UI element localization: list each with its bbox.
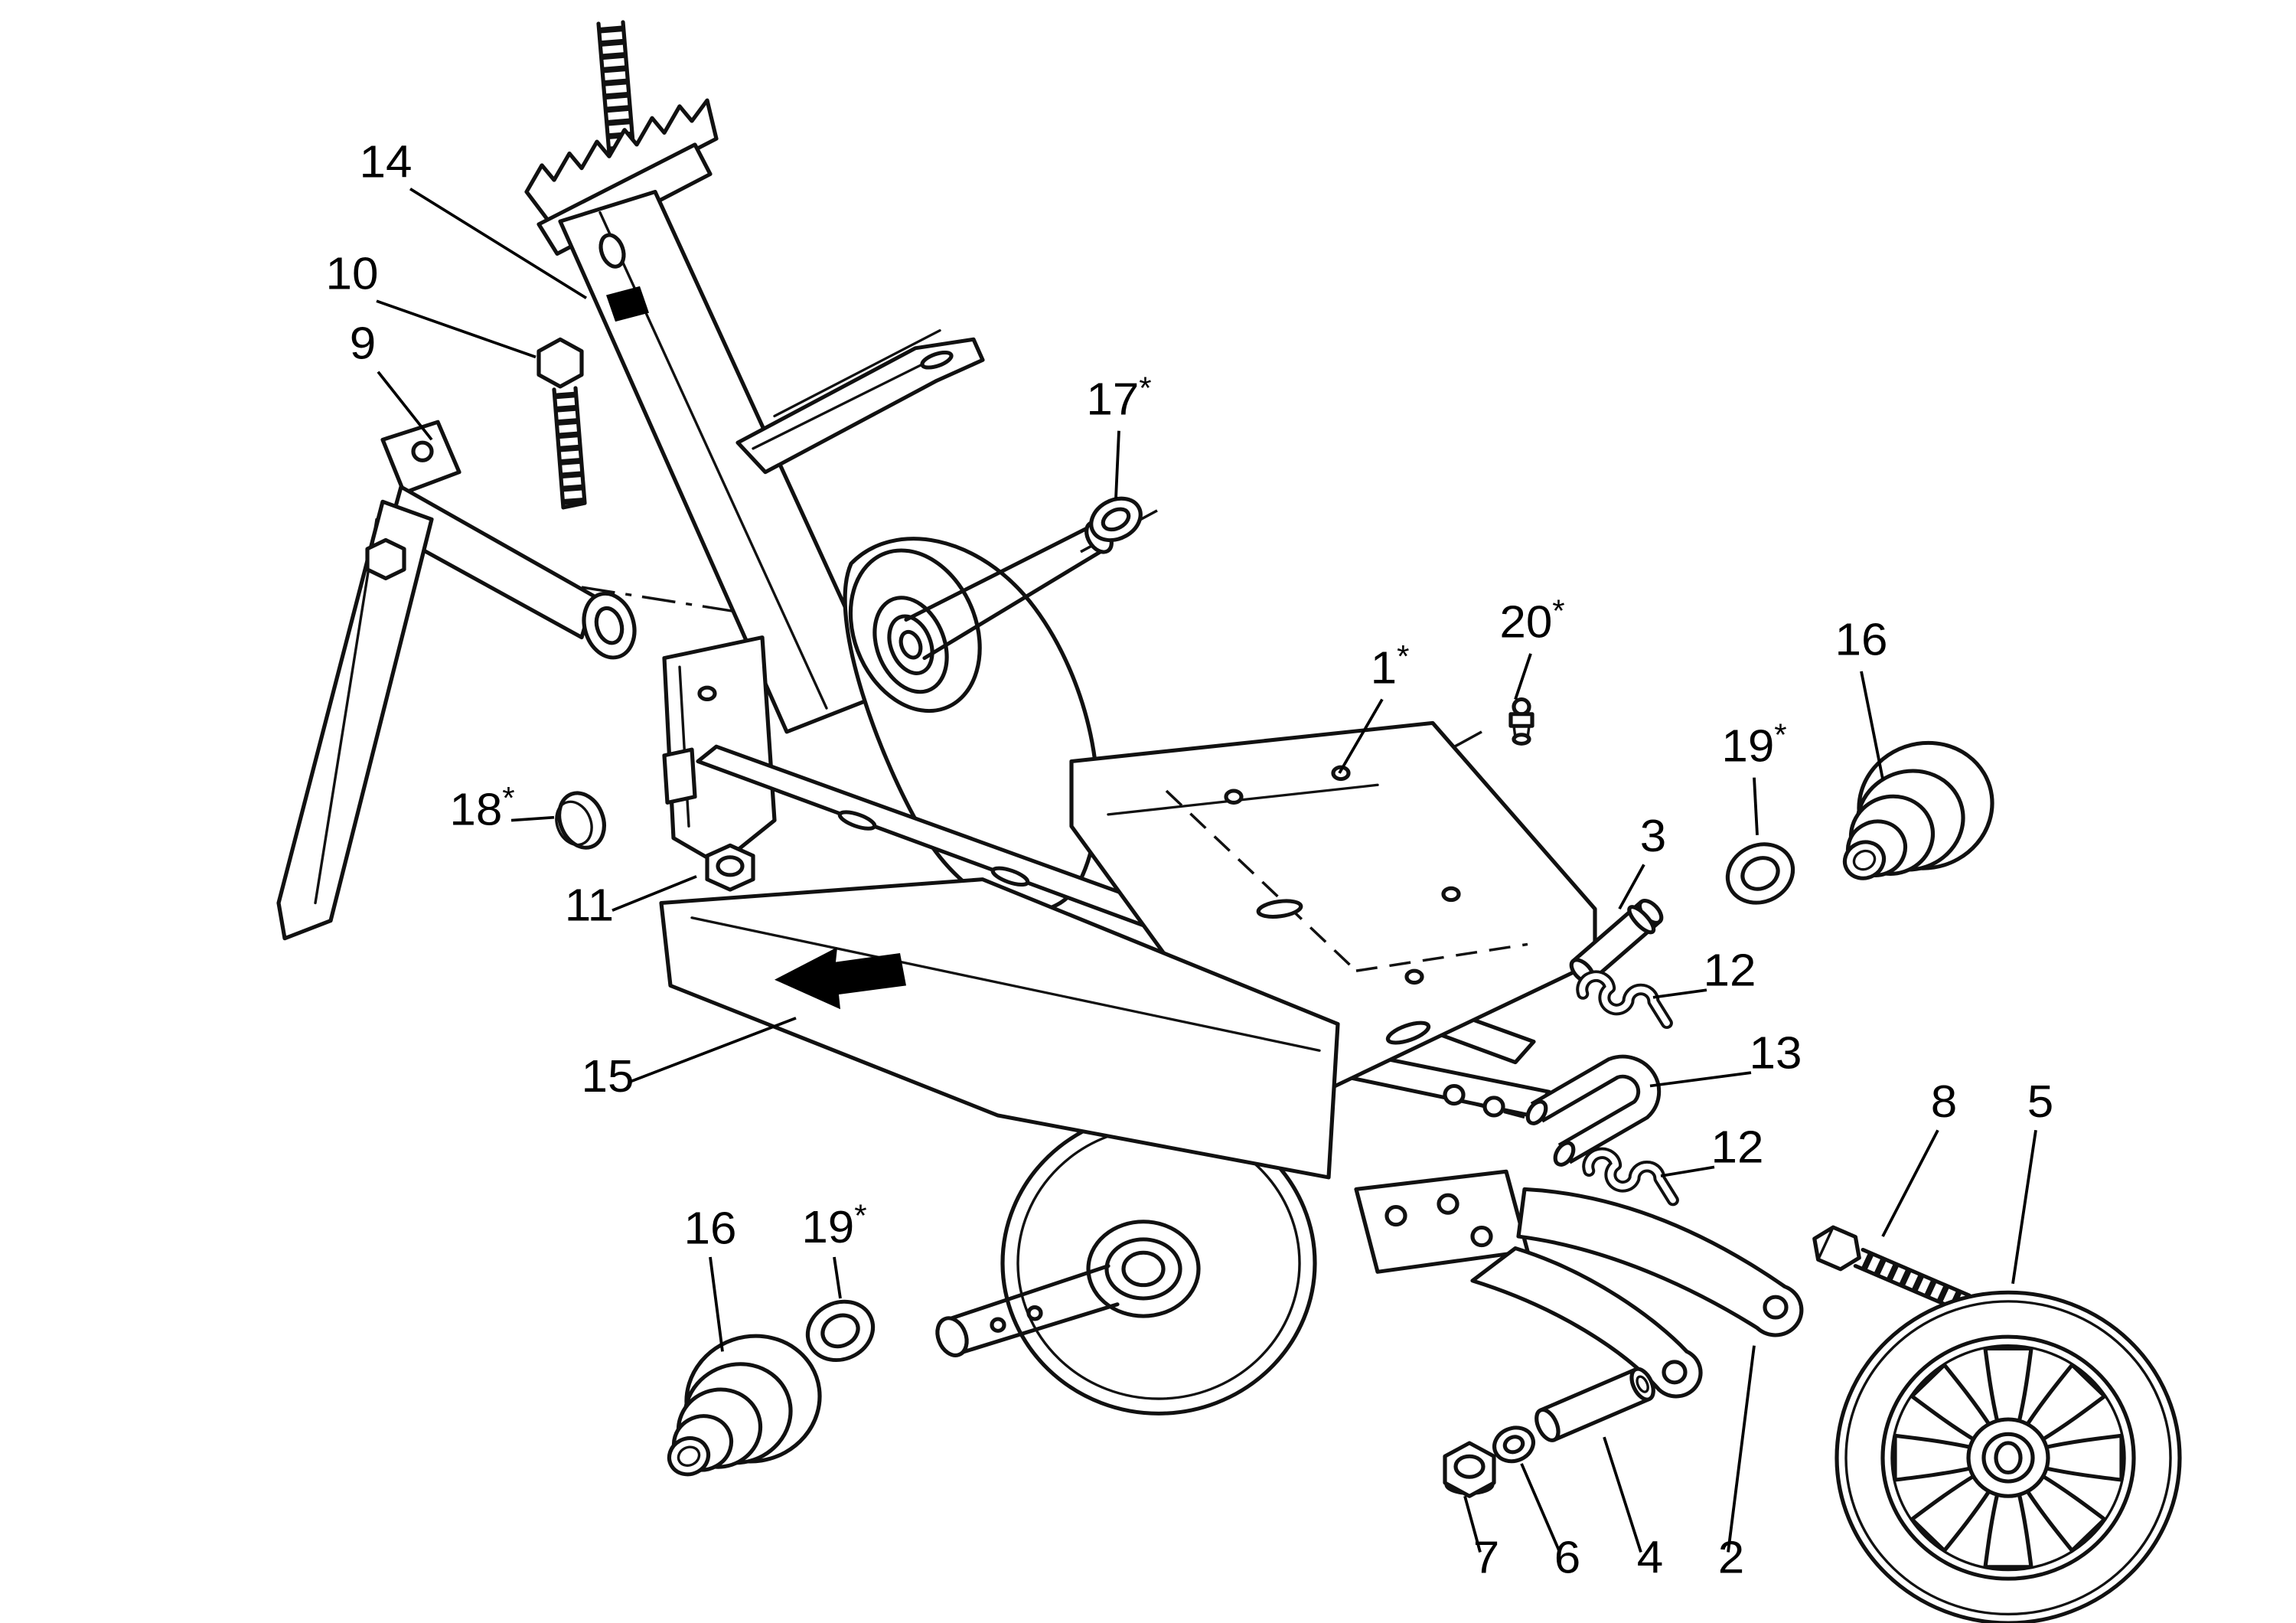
wheel-fork-2: [1354, 1169, 1804, 1399]
leader-line-8: [1618, 864, 1645, 910]
axle-shaft: [935, 1264, 1120, 1357]
stand-leg-9: [276, 420, 637, 941]
leader-line-16: [2011, 1130, 2037, 1284]
leader-line-11: [1652, 988, 1707, 999]
bolt-10: [536, 337, 587, 510]
leader-line-2: [377, 371, 433, 441]
leader-line-10: [612, 875, 697, 912]
washer-17: [1089, 496, 1143, 543]
callout-19star-18: 19*: [801, 1198, 866, 1252]
leader-line-15: [1881, 1129, 1939, 1237]
leader-line-21: [1603, 1436, 1642, 1553]
leader-line-7: [1753, 777, 1759, 835]
clip-12-lower: [1582, 1147, 1679, 1207]
wheel-5: [1835, 1290, 2182, 1623]
leader-line-22: [1727, 1345, 1756, 1553]
callout-16-6: 16: [1835, 614, 1888, 665]
callout-20star-4: 20*: [1499, 593, 1564, 647]
callout-5-16: 5: [2027, 1076, 2053, 1127]
washer-6: [1492, 1425, 1535, 1464]
nut-7: [1443, 1441, 1496, 1498]
hub-cap-16-right: [1842, 740, 1994, 880]
callout-2-22: 2: [1718, 1532, 1744, 1583]
callout-13-12: 13: [1750, 1027, 1802, 1078]
arrow-decal: [775, 947, 906, 1010]
cap-18: [555, 791, 606, 850]
deflector-15: [659, 877, 1340, 1180]
callout-9-2: 9: [350, 317, 376, 368]
threaded-rod: [596, 20, 636, 155]
mount-plate-1: [1069, 720, 1597, 1115]
leader-line-12: [1649, 1071, 1752, 1088]
leader-line-13: [630, 1017, 797, 1083]
leader-line-9: [510, 815, 555, 822]
callout-6-20: 6: [1554, 1532, 1580, 1583]
leader-line-17: [709, 1256, 724, 1352]
leader-line-18: [833, 1256, 842, 1299]
label-sticker-14: [606, 286, 649, 322]
callout-12-14: 12: [1711, 1122, 1764, 1173]
callout-17star-3: 17*: [1086, 371, 1151, 424]
fitting-20: [1508, 697, 1534, 746]
leader-line-19: [1463, 1495, 1482, 1553]
callout-1star-5: 1*: [1371, 639, 1410, 693]
callout-19star-7: 19*: [1721, 717, 1786, 771]
callout-10-1: 10: [326, 248, 379, 299]
seal-19-left: [805, 1299, 876, 1363]
callout-18star-9: 18*: [449, 781, 514, 834]
clip-12-upper: [1576, 970, 1673, 1030]
nut-11: [705, 843, 755, 892]
leader-line-5: [1338, 698, 1384, 774]
leader-line-1: [376, 299, 536, 359]
callout-4-21: 4: [1637, 1532, 1663, 1583]
leader-line-6: [1860, 671, 1884, 779]
pulley: [848, 548, 982, 714]
callout-3-8: 3: [1640, 810, 1666, 861]
leader-line-20: [1520, 1463, 1561, 1553]
callout-15-13: 15: [582, 1050, 634, 1102]
u-pin-13: [1525, 1054, 1662, 1167]
callout-14-0: 14: [360, 136, 413, 187]
leader-line-4: [1514, 653, 1532, 700]
callout-16-17: 16: [684, 1203, 737, 1254]
spacer-4: [1534, 1367, 1655, 1442]
callout-8-15: 8: [1931, 1076, 1957, 1127]
leader-line-3: [1114, 430, 1120, 499]
handle-bracket: [735, 329, 985, 475]
callout-12-11: 12: [1704, 944, 1756, 995]
leader-line-0: [409, 188, 588, 299]
callout-11-10: 11: [565, 880, 614, 931]
leader-line-14: [1660, 1165, 1715, 1177]
hub-cap-16-left: [667, 1334, 822, 1477]
seal-19-right: [1725, 842, 1795, 905]
callout-7-19: 7: [1473, 1532, 1499, 1583]
